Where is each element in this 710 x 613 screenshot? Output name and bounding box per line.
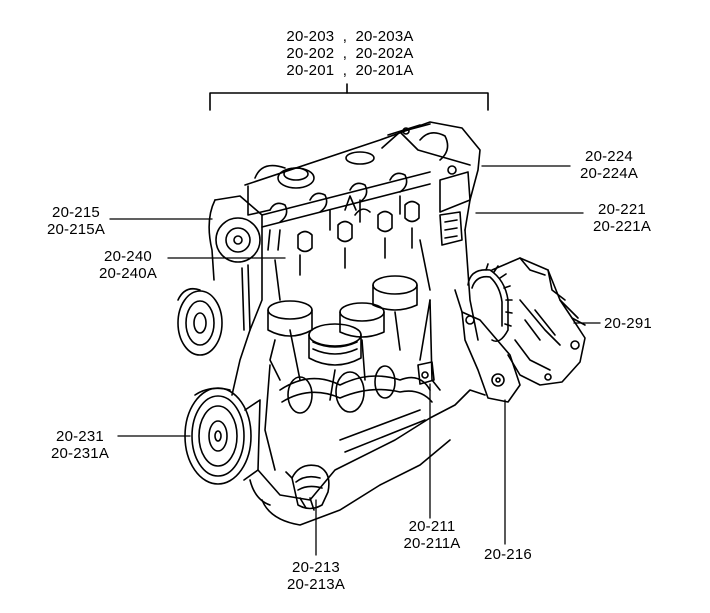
part-number: 20-213A <box>286 576 346 593</box>
timing-cover-art <box>177 195 263 396</box>
callout-rocker-cover: 20-224 20-224A <box>572 148 646 182</box>
part-number: 20-221 <box>598 201 646 218</box>
valve-train-art <box>261 171 431 276</box>
part-number: 20-213 <box>292 559 340 576</box>
block-oilpan-art <box>249 229 486 526</box>
callout-valve-train: 20-240 20-240A <box>92 248 164 282</box>
pistons-crank-art <box>267 275 433 414</box>
callout-engine-mount: 20-216 <box>472 546 544 563</box>
callout-timing-cover: 20-215 20-215A <box>40 204 112 238</box>
part-number: 20-231A <box>50 445 110 462</box>
part-number: 20-201A <box>355 62 414 79</box>
part-number: 20-201 <box>286 62 335 79</box>
top-bracket <box>209 83 489 111</box>
callout-oil-filter: 20-213 20-213A <box>280 559 352 593</box>
part-number: 20-231 <box>56 428 104 445</box>
rocker-cover-art <box>244 121 481 231</box>
part-number: 20-224 <box>585 148 633 165</box>
callout-row-1: 20-203 , 20-203A <box>286 28 414 45</box>
callout-row-2: 20-202 , 20-202A <box>286 45 414 62</box>
part-number: 20-224A <box>579 165 639 182</box>
part-number: 20-202 <box>286 45 335 62</box>
callout-top-group: 20-203 , 20-203A 20-202 , 20-202A 20-201… <box>270 28 430 79</box>
part-number: 20-240 <box>104 248 152 265</box>
callout-crank-pulley: 20-231 20-231A <box>44 428 116 462</box>
part-number: 20-221A <box>592 218 652 235</box>
callout-oil-pan: 20-211 20-211A <box>396 518 468 552</box>
part-number: 20-203 <box>286 28 335 45</box>
part-number: 20-291 <box>604 315 652 332</box>
part-number: 20-211A <box>403 535 461 552</box>
oil-filter-art <box>285 464 330 511</box>
part-number: 20-240A <box>98 265 158 282</box>
side-details-art <box>417 211 463 385</box>
engine-mount-art <box>454 289 521 403</box>
part-number: 20-215 <box>52 204 100 221</box>
part-number: 20-211 <box>408 518 456 535</box>
callout-transmission: 20-291 <box>604 315 676 332</box>
part-number: 20-215A <box>46 221 106 238</box>
transmission-art <box>491 257 586 386</box>
crank-pulley-art <box>184 387 261 485</box>
callout-row-3: 20-201 , 20-201A <box>286 62 414 79</box>
part-number: 20-203A <box>355 28 414 45</box>
callout-cylinder-head: 20-221 20-221A <box>585 201 659 235</box>
flywheel-art <box>467 263 513 343</box>
leader-lines <box>109 165 601 556</box>
part-number: 20-202A <box>355 45 414 62</box>
part-number: 20-216 <box>484 546 532 563</box>
